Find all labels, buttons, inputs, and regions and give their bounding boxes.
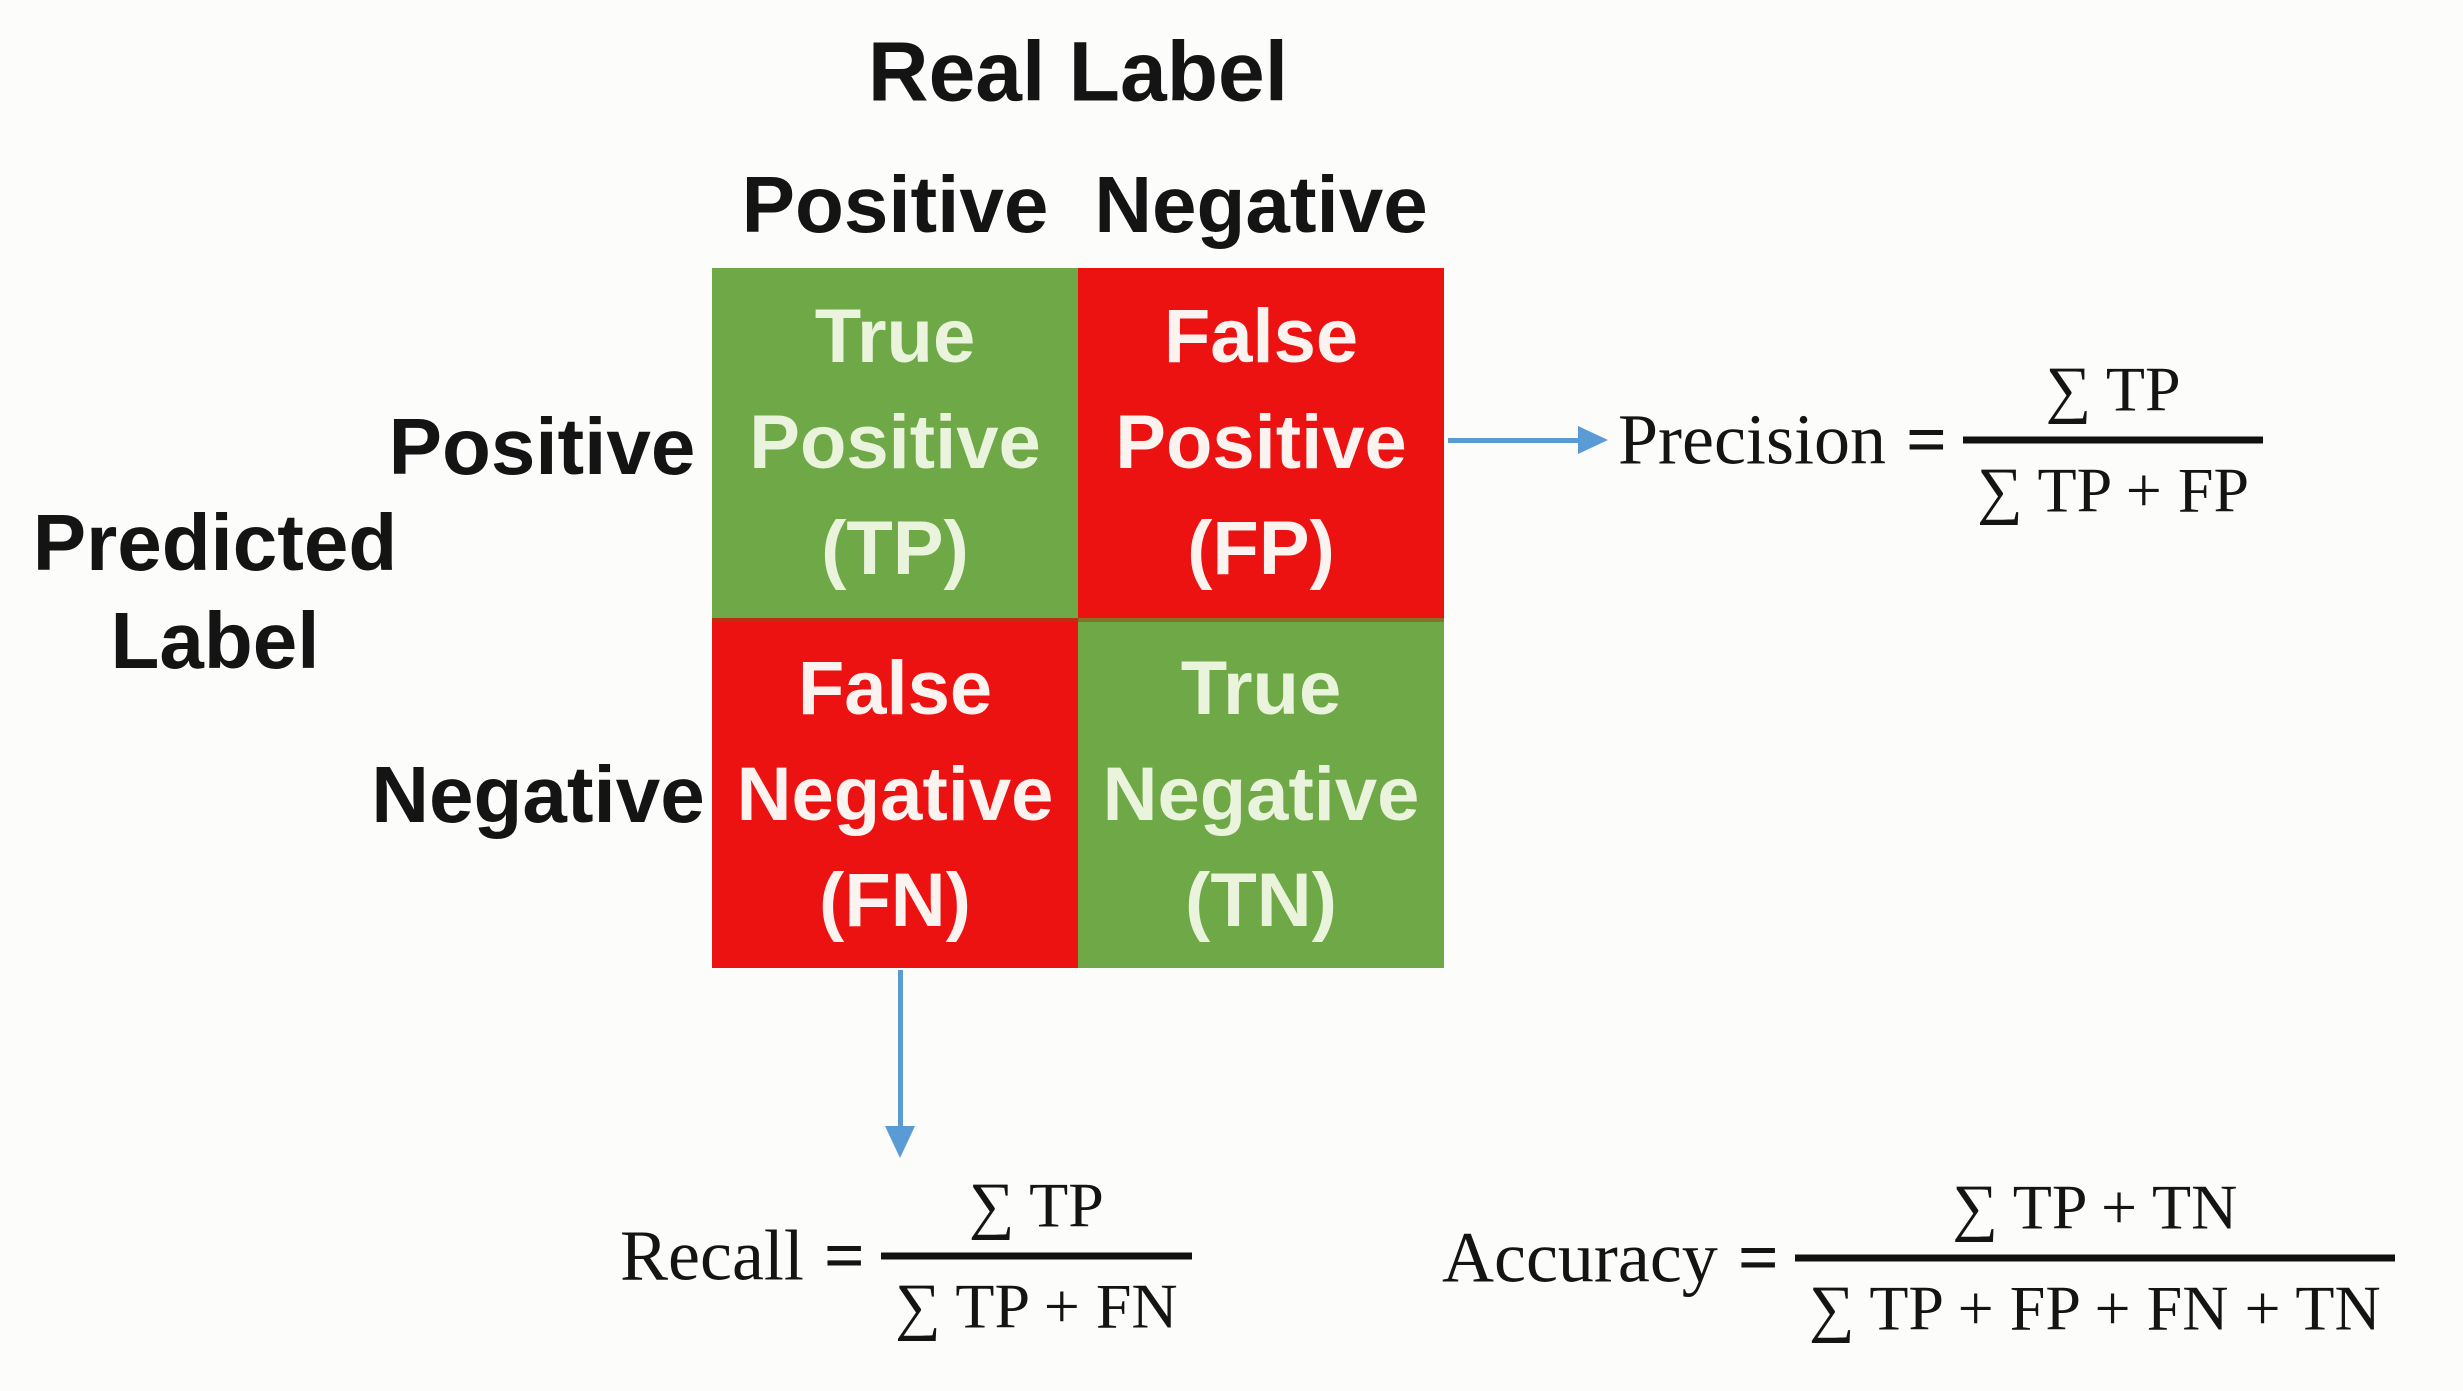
accuracy-fraction: ∑ TP + TN ∑ TP + FP + FN + TN xyxy=(1794,1171,2395,1346)
cell-false-positive-line2: Positive xyxy=(1115,400,1407,485)
precision-numerator: ∑ TP xyxy=(2045,353,2181,425)
recall-formula: Recall = ∑ TP ∑ TP + FN xyxy=(620,1169,1192,1344)
cell-true-negative-line1: True xyxy=(1180,646,1342,731)
recall-fraction: ∑ TP ∑ TP + FN xyxy=(880,1169,1192,1344)
accuracy-formula-label: Accuracy xyxy=(1442,1217,1718,1298)
cell-true-negative: True Negative (TN) xyxy=(1078,618,1444,968)
cell-true-positive-abbr: (TP) xyxy=(821,506,969,591)
cell-true-negative-abbr: (TN) xyxy=(1185,858,1337,943)
cell-false-negative-line1: False xyxy=(797,646,993,731)
precision-formula-label: Precision xyxy=(1618,399,1886,480)
precision-formula: Precision = ∑ TP ∑ TP + FP xyxy=(1618,353,2264,528)
recall-equals-sign: = xyxy=(823,1215,865,1296)
recall-arrowhead-icon xyxy=(885,1126,915,1158)
row-header-positive: Positive xyxy=(388,402,696,491)
precision-arrow-line xyxy=(1448,438,1580,443)
predicted-label-line1: Predicted xyxy=(32,498,398,587)
accuracy-equals-sign: = xyxy=(1737,1217,1779,1298)
recall-numerator: ∑ TP xyxy=(968,1169,1104,1241)
real-label-title: Real Label xyxy=(867,24,1289,119)
accuracy-formula: Accuracy = ∑ TP + TN ∑ TP + FP + FN + TN xyxy=(1442,1171,2395,1346)
recall-denominator: ∑ TP + FN xyxy=(880,1252,1192,1344)
cell-false-positive-abbr: (FP) xyxy=(1187,506,1335,591)
predicted-label-line2: Label xyxy=(110,596,320,685)
accuracy-denominator: ∑ TP + FP + FN + TN xyxy=(1794,1254,2395,1346)
precision-fraction: ∑ TP ∑ TP + FP xyxy=(1963,353,2264,528)
cell-true-positive: True Positive (TP) xyxy=(712,268,1078,618)
cell-true-negative-line2: Negative xyxy=(1102,752,1420,837)
cell-false-positive: False Positive (FP) xyxy=(1078,268,1444,618)
predicted-label-title: Predicted Label xyxy=(10,494,420,690)
accuracy-numerator: ∑ TP + TN xyxy=(1952,1171,2238,1243)
cell-false-negative-abbr: (FN) xyxy=(819,858,971,943)
column-header-negative: Negative xyxy=(1094,160,1428,249)
cell-true-positive-line1: True xyxy=(814,294,976,379)
confusion-matrix: True Positive (TP) False Positive (FP) F… xyxy=(712,268,1444,968)
precision-denominator: ∑ TP + FP xyxy=(1963,436,2264,528)
precision-equals-sign: = xyxy=(1905,399,1947,480)
precision-arrowhead-icon xyxy=(1578,426,1608,454)
cell-false-negative-line2: Negative xyxy=(736,752,1054,837)
recall-arrow-line xyxy=(898,970,903,1128)
row-header-negative: Negative xyxy=(371,750,705,839)
column-header-positive: Positive xyxy=(741,160,1049,249)
recall-formula-label: Recall xyxy=(620,1215,804,1296)
cell-false-positive-line1: False xyxy=(1163,294,1359,379)
cell-true-positive-line2: Positive xyxy=(749,400,1041,485)
cell-false-negative: False Negative (FN) xyxy=(712,618,1078,968)
